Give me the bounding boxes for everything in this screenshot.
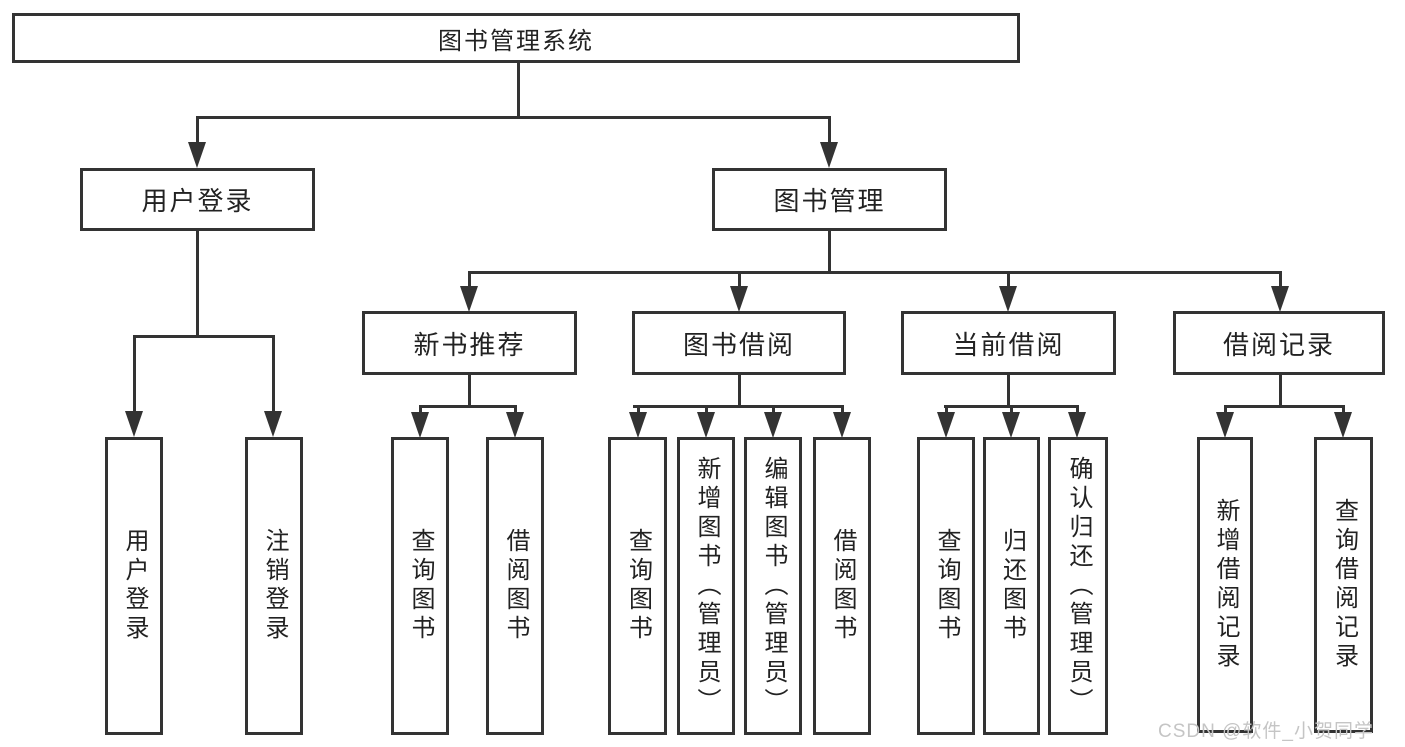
node-library-management-system: 图书管理系统	[12, 13, 1020, 63]
connector-line	[945, 405, 948, 415]
leaf-add-borrow-record: 新增借阅记录	[1197, 437, 1253, 733]
node-book-borrowing: 图书借阅	[632, 311, 846, 375]
connector-line	[1342, 405, 1345, 415]
leaf-label: 编辑图书（管理员）	[760, 455, 787, 717]
leaf-edit-books-admin: 编辑图书（管理员）	[744, 437, 802, 735]
leaf-label: 注销登录	[261, 528, 288, 644]
leaf-borrow-books: 借阅图书	[813, 437, 871, 735]
connector-line	[841, 405, 844, 415]
connector-line	[633, 405, 844, 408]
arrow-down-icon	[764, 412, 782, 438]
connector-line	[705, 405, 708, 415]
connector-line	[468, 271, 1282, 274]
connector-line	[133, 335, 274, 338]
leaf-label: 查询图书	[933, 528, 960, 644]
arrow-down-icon	[125, 411, 143, 437]
connector-line	[772, 405, 775, 415]
node-current-borrowing: 当前借阅	[901, 311, 1116, 375]
node-new-book-recommend: 新书推荐	[362, 311, 577, 375]
connector-line	[738, 375, 741, 408]
connector-line	[1010, 405, 1013, 415]
connector-line	[738, 271, 741, 289]
leaf-query-books: 查询图书	[391, 437, 449, 735]
leaf-label: 查询图书	[624, 528, 652, 644]
connector-line	[272, 335, 275, 413]
leaf-label: 新增借阅记录	[1212, 498, 1239, 672]
connector-line	[419, 405, 515, 408]
leaf-label: 借阅图书	[829, 528, 856, 644]
leaf-query-borrow-record: 查询借阅记录	[1314, 437, 1373, 733]
leaf-label: 新增图书（管理员）	[693, 455, 720, 717]
arrow-down-icon	[1068, 412, 1086, 438]
connector-line	[196, 231, 199, 337]
arrow-down-icon	[730, 286, 748, 312]
leaf-return-books: 归还图书	[983, 437, 1040, 735]
node-book-management: 图书管理	[712, 168, 947, 231]
connector-line	[468, 271, 471, 289]
leaf-borrow-books: 借阅图书	[486, 437, 544, 735]
leaf-label: 归还图书	[998, 528, 1026, 644]
connector-line	[1007, 375, 1010, 408]
connector-line	[828, 116, 831, 144]
leaf-label: 查询图书	[407, 528, 434, 644]
connector-line	[196, 116, 831, 119]
connector-line	[196, 116, 199, 144]
leaf-query-books: 查询图书	[608, 437, 667, 735]
connector-line	[1279, 271, 1282, 289]
arrow-down-icon	[820, 142, 838, 168]
leaf-logout: 注销登录	[245, 437, 303, 735]
arrow-down-icon	[937, 412, 955, 438]
arrow-down-icon	[1216, 412, 1234, 438]
arrow-down-icon	[188, 142, 206, 168]
arrow-down-icon	[1002, 412, 1020, 438]
leaf-label: 用户登录	[121, 528, 148, 644]
leaf-label: 查询借阅记录	[1330, 498, 1358, 672]
connector-line	[1076, 405, 1079, 415]
arrow-down-icon	[460, 286, 478, 312]
leaf-confirm-return-admin: 确认归还（管理员）	[1048, 437, 1108, 735]
connector-line	[517, 63, 520, 117]
arrow-down-icon	[697, 412, 715, 438]
arrow-down-icon	[629, 412, 647, 438]
arrow-down-icon	[1271, 286, 1289, 312]
arrow-down-icon	[1334, 412, 1352, 438]
connector-line	[1279, 375, 1282, 408]
connector-line	[637, 405, 640, 415]
csdn-watermark: CSDN @软件_小贺同学	[1158, 721, 1374, 742]
leaf-label: 借阅图书	[502, 528, 529, 644]
leaf-add-books-admin: 新增图书（管理员）	[677, 437, 735, 735]
arrow-down-icon	[411, 412, 429, 438]
arrow-down-icon	[999, 286, 1017, 312]
node-borrowing-records: 借阅记录	[1173, 311, 1385, 375]
arrow-down-icon	[833, 412, 851, 438]
connector-line	[419, 405, 422, 415]
arrow-down-icon	[506, 412, 524, 438]
leaf-label: 确认归还（管理员）	[1065, 455, 1092, 717]
connector-line	[514, 405, 517, 415]
connector-line	[133, 335, 136, 413]
connector-line	[828, 231, 831, 273]
connector-line	[1224, 405, 1227, 415]
leaf-user-login: 用户登录	[105, 437, 163, 735]
leaf-query-books: 查询图书	[917, 437, 975, 735]
node-user-login: 用户登录	[80, 168, 315, 231]
connector-line	[468, 375, 471, 408]
connector-line	[1007, 271, 1010, 289]
arrow-down-icon	[264, 411, 282, 437]
connector-line	[1224, 405, 1343, 408]
